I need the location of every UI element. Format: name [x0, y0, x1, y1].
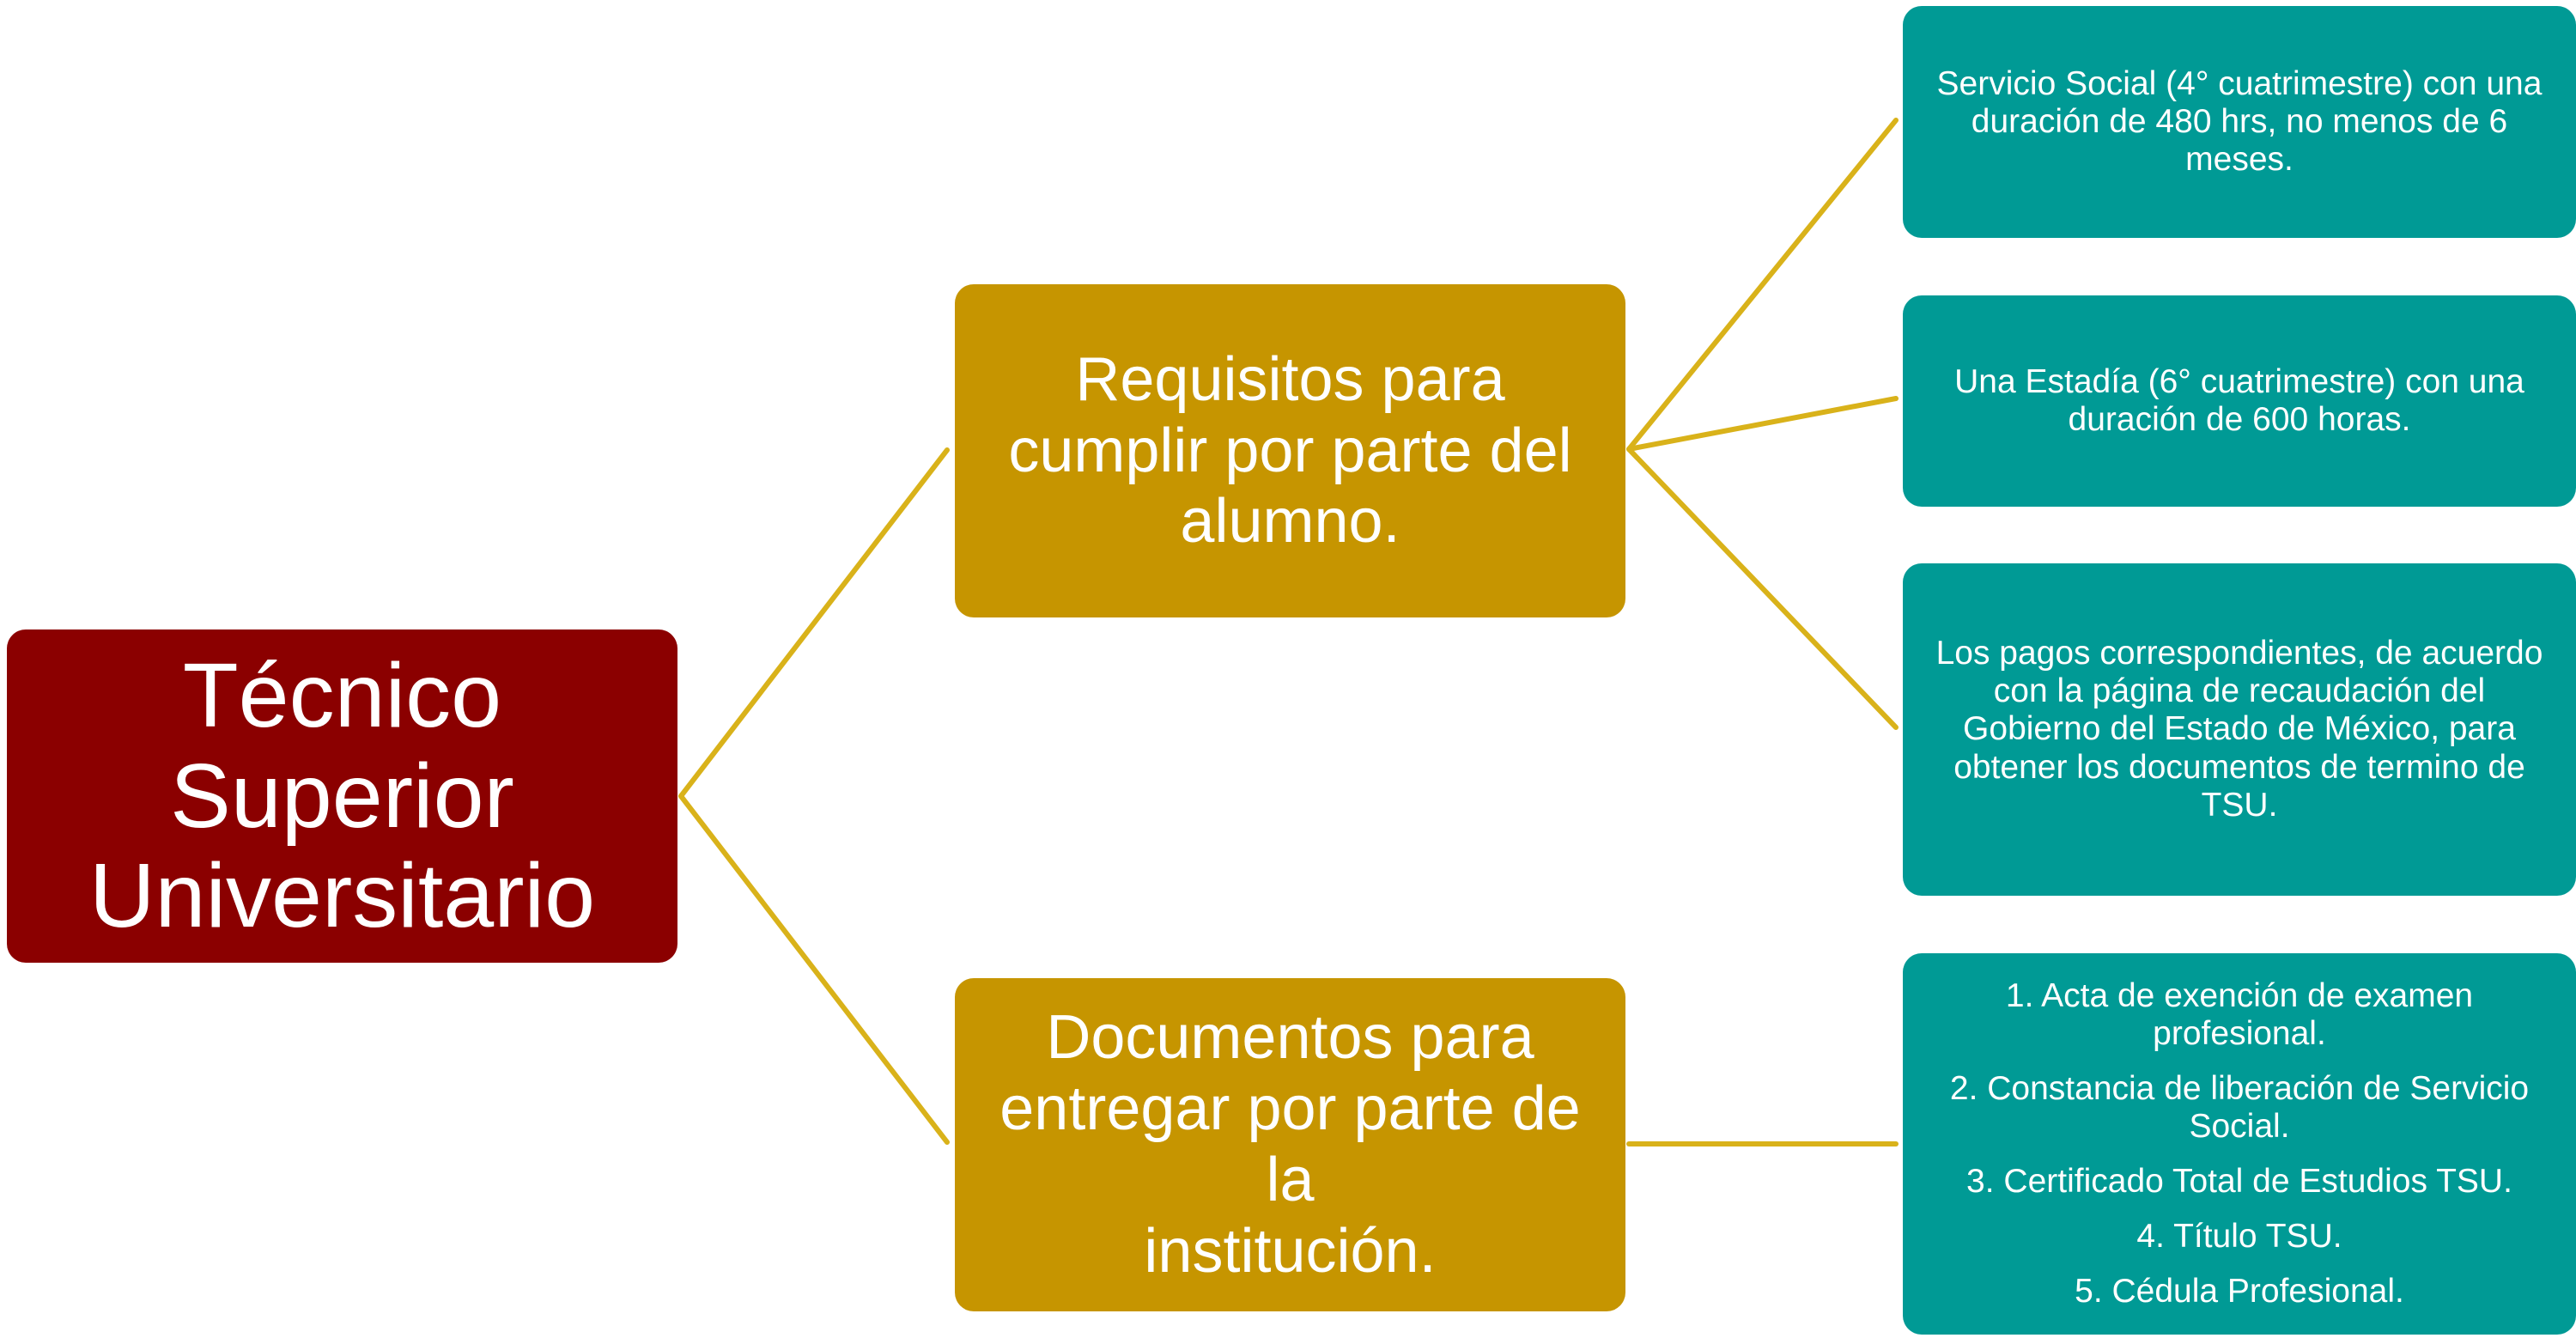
leaf-text-line: Servicio Social (4° cuatrimestre) con un…	[1936, 64, 2543, 102]
branch-node-documentos: Documentos para entregar por parte de la…	[955, 978, 1625, 1311]
branch-label-line: Requisitos para	[1075, 344, 1505, 414]
leaf-text-line: Una Estadía (6° cuatrimestre) con una	[1954, 362, 2524, 400]
branch-label-line: Documentos para	[1046, 1003, 1534, 1073]
document-list-item: 5. Cédula Profesional.	[2075, 1273, 2404, 1311]
connector-root-to-requisitos	[678, 447, 950, 799]
leaf-text-line: duración de 480 hrs, no menos de 6	[1971, 102, 2508, 140]
leaf-text-line: duración de 600 horas.	[2068, 401, 2411, 438]
branch-label-line: alumno.	[1180, 487, 1400, 556]
branch-label-line: institución.	[1144, 1216, 1437, 1286]
root-label-line: Superior	[170, 745, 514, 847]
branch-label-line: cumplir por parte del	[1008, 416, 1572, 485]
root-label-line: Técnico	[182, 645, 502, 747]
branch-node-requisitos: Requisitos para cumplir por parte del al…	[955, 284, 1625, 617]
leaf-text-line: Los pagos correspondientes, de acuerdo	[1935, 635, 2543, 672]
document-list-item: 1. Acta de exención de examen profesiona…	[2005, 976, 2474, 1052]
connector-requisitos-to-pagos	[1626, 447, 1899, 730]
branch-label-line: entregar por parte de la	[999, 1074, 1581, 1214]
document-list-item: 4. Título TSU.	[2136, 1218, 2342, 1256]
root-label-line: Universitario	[88, 845, 596, 947]
leaf-text-line: TSU.	[2201, 786, 2278, 824]
leaf-node-estadia: Una Estadía (6° cuatrimestre) con una du…	[1903, 295, 2576, 507]
document-list-item: 2. Constancia de liberación de Servicio …	[1949, 1069, 2530, 1145]
connector-root-to-documentos	[678, 794, 950, 1145]
connector-requisitos-to-estadia	[1626, 396, 1899, 452]
leaf-node-documentos-lista: 1. Acta de exención de examen profesiona…	[1903, 953, 2576, 1335]
document-list-item: 3. Certificado Total de Estudios TSU.	[1966, 1163, 2512, 1201]
leaf-node-pagos: Los pagos correspondientes, de acuerdo c…	[1903, 563, 2576, 896]
leaf-text-line: con la página de recaudación del	[1993, 672, 2486, 710]
leaf-text-line: meses.	[2185, 141, 2293, 179]
root-node-tecnico-superior-universitario: Técnico Superior Universitario	[7, 629, 677, 963]
connector-requisitos-to-servicio	[1626, 118, 1899, 452]
leaf-text-line: obtener los documentos de termino de	[1953, 748, 2525, 786]
leaf-node-servicio-social: Servicio Social (4° cuatrimestre) con un…	[1903, 6, 2576, 238]
leaf-text-line: Gobierno del Estado de México, para	[1963, 710, 2516, 748]
